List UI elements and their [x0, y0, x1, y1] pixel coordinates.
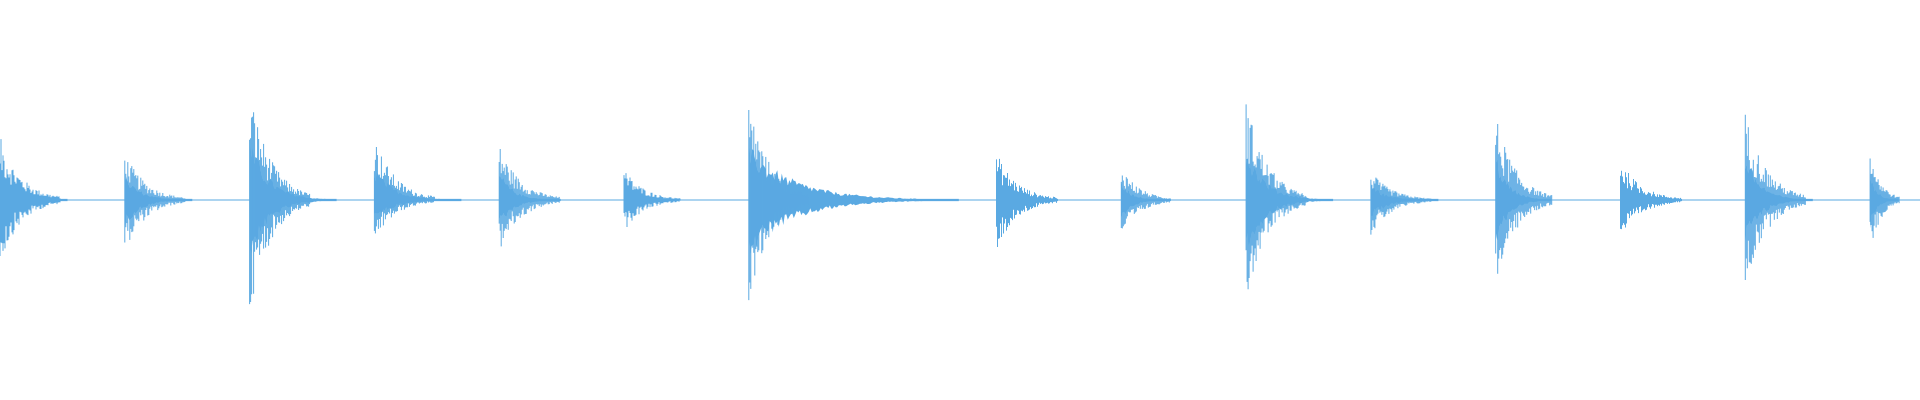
waveform-hit	[498, 149, 561, 247]
waveform-hit	[1620, 170, 1682, 230]
waveform-hits	[0, 104, 1900, 305]
waveform-hit-body	[748, 145, 959, 254]
waveform-hit	[0, 139, 68, 256]
waveform-hit	[249, 112, 337, 305]
waveform-hit	[748, 110, 959, 301]
waveform-hit	[1245, 104, 1334, 290]
waveform-hit	[1370, 177, 1439, 235]
waveform-hit	[1495, 124, 1553, 274]
waveform-hit	[373, 147, 462, 234]
waveform-hit	[1120, 175, 1171, 229]
waveform-hit	[124, 160, 193, 243]
waveform-hit	[996, 158, 1058, 247]
waveform-hit	[1744, 114, 1813, 280]
waveform-hit	[1869, 158, 1900, 238]
waveform-hit	[623, 173, 681, 227]
